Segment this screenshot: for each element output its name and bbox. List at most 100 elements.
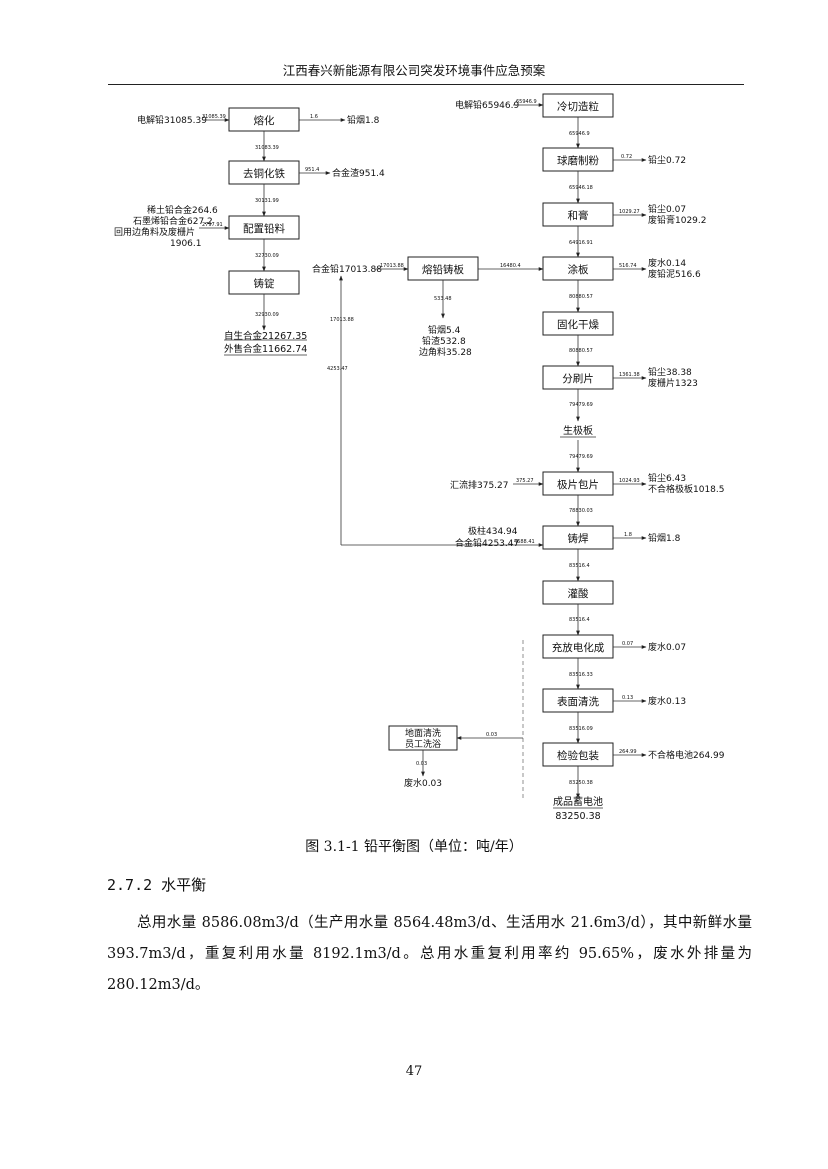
right-flow-13: 83250.38 xyxy=(569,780,593,786)
grid-label: 熔铅铸板 xyxy=(422,263,464,276)
melt-label: 熔化 xyxy=(254,114,275,127)
welding-label: 铸焊 xyxy=(568,532,589,545)
cleaning-flow: 0.03 xyxy=(486,732,497,738)
right-column: 电解铅65946.9 65946.9 冷切造粒 65946.9 球磨制粉 0.7… xyxy=(388,93,725,822)
melt-input-label: 电解铅31085.39 xyxy=(137,114,207,126)
body-paragraph: 总用水量 8586.08m3/d（生产用水量 8564.48m3/d、生活用水 … xyxy=(107,915,752,993)
coating-output-2: 废铅泥516.6 xyxy=(648,268,701,280)
welding-output: 铅烟1.8 xyxy=(648,532,681,544)
right-flow-4: 80880.57 xyxy=(569,294,593,300)
right-flow-10: 83516.4 xyxy=(569,617,590,623)
cast-label: 铸锭 xyxy=(254,277,275,290)
decu-output-label: 合金渣951.4 xyxy=(332,167,385,179)
right-flow-6: 79479.69 xyxy=(569,402,593,408)
ball-mill-output-flow: 0.72 xyxy=(621,154,632,160)
mix-input-3: 回用边角料及废栅片 xyxy=(114,226,195,238)
left-column: 电解铅31085.39 31085.39 熔化 1.6 铅烟1.8 31083.… xyxy=(114,107,385,356)
self-alloy-label: 自生合金21267.35 xyxy=(224,330,307,342)
left-flow-2: 30131.99 xyxy=(255,198,279,204)
cleaning-down-flow: 0.03 xyxy=(416,761,427,767)
coating-output-1: 废水0.14 xyxy=(648,257,686,269)
brush-cut-output-2: 废栅片1323 xyxy=(648,377,698,389)
wrap-output-1: 铅尘6.43 xyxy=(648,472,686,484)
busbar-input-label: 汇流排375.27 xyxy=(450,479,509,491)
cleaning-box xyxy=(388,725,458,751)
final-product-value: 83250.38 xyxy=(555,811,600,822)
document-header: 江西春兴新能源有限公司突发环境事件应急预案 xyxy=(282,63,546,78)
coating-output-flow: 516.74 xyxy=(619,263,637,269)
welding-input-2: 合金铅4253.47 xyxy=(455,537,519,549)
formation-output: 废水0.07 xyxy=(648,641,686,653)
pelletize-label: 冷切造粒 xyxy=(557,100,599,113)
inspect-pack-label: 检验包装 xyxy=(557,749,599,762)
right-flow-2: 65946.18 xyxy=(569,185,593,191)
right-flow-11: 83516.33 xyxy=(569,672,593,678)
sold-alloy-label: 外售合金11662.74 xyxy=(224,343,307,355)
right-flow-8: 78830.03 xyxy=(569,508,593,514)
paste-output-1: 铅尘0.07 xyxy=(648,203,686,215)
melt-output-label: 铅烟1.8 xyxy=(347,114,380,126)
coating-label: 涂板 xyxy=(568,263,589,276)
right-flow-7: 79479.69 xyxy=(569,454,593,460)
grid-loss-2: 铅渣532.8 xyxy=(422,335,466,347)
curing-label: 固化干燥 xyxy=(557,318,599,331)
grid-loss-1: 铅烟5.4 xyxy=(428,324,461,336)
page-number: 47 xyxy=(405,1064,423,1079)
left-flow-1: 31083.39 xyxy=(255,145,279,151)
figure-caption: 图 3.1-1 铅平衡图（单位：吨/年） xyxy=(305,839,523,855)
alloy-input-label: 合金铅17013.88 xyxy=(312,263,382,275)
middle-flow-1: 17013.88 xyxy=(330,317,354,323)
ball-mill-output: 铅尘0.72 xyxy=(648,154,686,166)
melt-input-flow: 31085.39 xyxy=(202,114,226,120)
wash-output: 废水0.13 xyxy=(648,695,686,707)
mix-input-1: 稀土铅合金264.6 xyxy=(147,204,218,216)
decu-output-flow: 951.4 xyxy=(305,167,319,173)
brush-cut-output-1: 铅尘38.38 xyxy=(648,366,692,378)
grid-loss-3: 边角料35.28 xyxy=(419,346,472,358)
right-flow-9: 83516.4 xyxy=(569,563,590,569)
left-flow-4: 32930.09 xyxy=(255,312,279,318)
welding-input-flow: 4688.41 xyxy=(514,539,535,545)
melt-output-flow: 1.6 xyxy=(310,114,318,120)
right-flow-3: 64916.91 xyxy=(569,240,593,246)
powder-input-flow: 65946.9 xyxy=(516,99,537,105)
powder-input-label: 电解铅65946.9 xyxy=(455,99,519,111)
inspect-pack-output-flow: 264.99 xyxy=(619,749,637,755)
alloy-input-flow: 17013.88 xyxy=(380,263,404,269)
middle-column: 17013.88 4253.47 合金铅17013.88 17013.88 熔铅… xyxy=(312,256,544,547)
right-flow-5: 80880.57 xyxy=(569,348,593,354)
grid-loss-flow: 533.48 xyxy=(434,296,452,302)
formation-output-flow: 0.07 xyxy=(622,641,633,647)
wrap-output-flow: 1024.93 xyxy=(619,478,640,484)
inspect-pack-output: 不合格电池264.99 xyxy=(648,749,725,761)
raw-plate-label: 生极板 xyxy=(563,424,593,437)
wash-label: 表面清洗 xyxy=(557,695,599,708)
wash-output-flow: 0.13 xyxy=(622,695,633,701)
paste-output-2: 废铅膏1029.2 xyxy=(648,214,707,226)
acid-fill-label: 灌酸 xyxy=(568,587,589,600)
cleaning-label-1: 地面清洗 xyxy=(405,727,441,739)
middle-flow-2: 4253.47 xyxy=(327,366,348,372)
welding-input-1: 极柱434.94 xyxy=(468,525,518,537)
brush-cut-output-flow: 1361.38 xyxy=(619,372,640,378)
grid-output-flow: 16480.4 xyxy=(500,263,521,269)
mix-label: 配置铅料 xyxy=(243,222,285,235)
cleaning-label-2: 员工洗浴 xyxy=(405,738,441,750)
busbar-input-flow: 375.27 xyxy=(516,478,534,484)
right-flow-12: 83516.09 xyxy=(569,726,593,732)
paste-label: 和膏 xyxy=(568,209,589,222)
formation-label: 充放电化成 xyxy=(552,641,605,654)
right-flow-1: 65946.9 xyxy=(569,131,590,137)
decu-label: 去铜化铁 xyxy=(243,167,285,180)
wrap-label: 极片包片 xyxy=(557,478,599,491)
paste-output-flow: 1029.27 xyxy=(619,209,640,215)
mix-input-4: 1906.1 xyxy=(170,239,202,249)
lead-balance-diagram: 电解铅31085.39 31085.39 熔化 1.6 铅烟1.8 31083.… xyxy=(114,93,725,822)
ball-mill-label: 球磨制粉 xyxy=(557,154,599,167)
header-rule xyxy=(108,84,744,85)
final-product-label: 成品蓄电池 xyxy=(553,795,603,808)
mix-input-2: 石墨烯铅合金627.2 xyxy=(133,215,213,227)
left-flow-3: 32730.09 xyxy=(255,253,279,259)
welding-output-flow: 1.8 xyxy=(624,532,632,538)
cleaning-output: 废水0.03 xyxy=(404,777,442,789)
